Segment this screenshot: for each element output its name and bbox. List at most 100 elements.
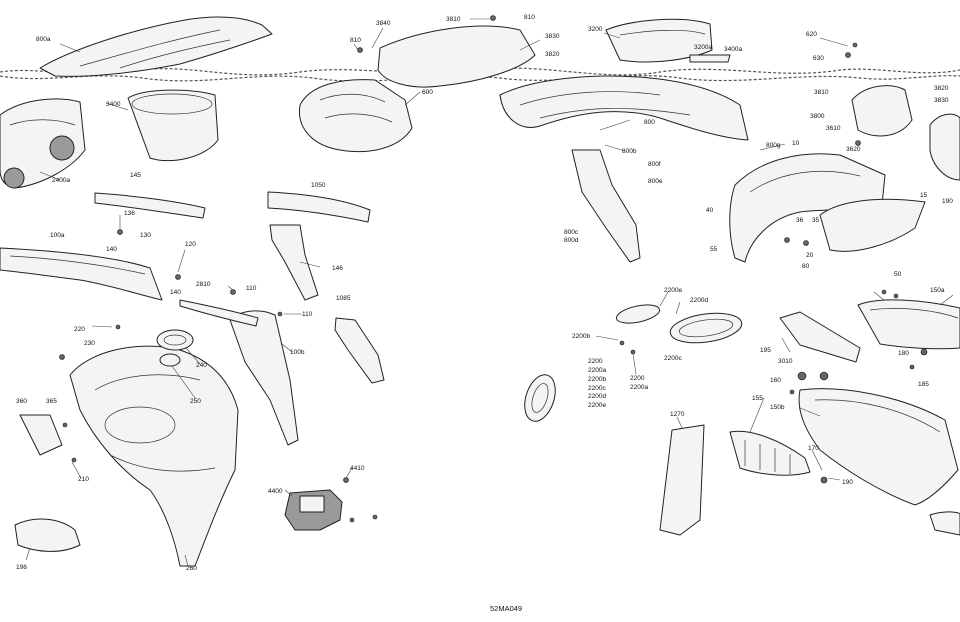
label-3840: 3840 — [376, 20, 391, 27]
label-36: 36 — [796, 217, 804, 224]
label-210: 210 — [78, 476, 89, 483]
label-630: 630 — [813, 55, 824, 62]
label-2200a-list: 2200a — [588, 367, 606, 374]
part-1270-panel — [659, 424, 705, 536]
label-120: 120 — [185, 241, 196, 248]
label-800a: 800a — [36, 36, 51, 43]
callout-labels: 800a 3840 3810 810 810 3830 3200 620 382… — [16, 14, 953, 572]
part-1085-bracket — [334, 317, 385, 384]
part-10-upper-fairing — [729, 153, 926, 263]
label-40: 40 — [706, 207, 714, 214]
label-55: 55 — [710, 246, 718, 253]
label-2200-list: 2200 — [588, 358, 603, 365]
label-3400: 3400 — [106, 101, 121, 108]
part-155-grille — [729, 430, 811, 476]
part-800c-side-trim — [571, 149, 641, 263]
part-250-ring — [159, 353, 181, 367]
part-150a-side-panel — [857, 299, 960, 350]
label-3010: 3010 — [778, 358, 793, 365]
part-240-ring — [156, 329, 194, 351]
part-600-upper-console — [298, 25, 536, 153]
leader-lines — [25, 18, 954, 567]
part-195-trim — [779, 311, 861, 363]
label-155: 155 — [752, 395, 763, 402]
label-810-left: 810 — [350, 37, 361, 44]
label-170: 170 — [808, 445, 819, 452]
label-2200e-list: 2200e — [588, 402, 606, 409]
label-2200b-list: 2200b — [588, 376, 606, 383]
label-10: 10 — [792, 140, 800, 147]
label-365: 365 — [46, 398, 57, 405]
label-130: 130 — [140, 232, 151, 239]
label-360: 360 — [16, 398, 27, 405]
part-150b-side-panel — [798, 388, 959, 506]
part-2200-mirror — [524, 304, 743, 422]
label-3820-top: 3820 — [545, 51, 560, 58]
label-1270: 1270 — [670, 411, 685, 418]
part-100b-side-panel — [179, 299, 299, 446]
label-1085: 1085 — [336, 295, 351, 302]
label-180: 180 — [898, 350, 909, 357]
label-3200a: 3200a — [694, 44, 712, 51]
label-196: 196 — [16, 564, 27, 571]
part-1050-trim-strip — [267, 191, 371, 223]
label-3800: 3800 — [810, 113, 825, 120]
label-190-top: 190 — [942, 198, 953, 205]
label-240: 240 — [196, 362, 207, 369]
label-800c: 800c — [564, 229, 579, 236]
label-4400: 4400 — [268, 488, 283, 495]
part-146-bracket — [269, 224, 319, 301]
label-800f: 800f — [648, 161, 661, 168]
part-190-right-trim — [929, 511, 960, 536]
part-260-seat-base — [69, 345, 239, 567]
label-80: 80 — [802, 263, 810, 270]
label-2200d-top: 2200d — [690, 297, 708, 304]
label-3810-right: 3810 — [814, 89, 829, 96]
label-15: 15 — [920, 192, 928, 199]
label-1050: 1050 — [311, 182, 326, 189]
label-2400a: 2400a — [52, 177, 70, 184]
diagram-break-line-2 — [0, 75, 960, 82]
label-136: 136 — [124, 210, 135, 217]
label-2200-mid: 2200 — [630, 375, 645, 382]
label-3830-top: 3830 — [545, 33, 560, 40]
label-140-mid: 140 — [170, 289, 181, 296]
label-3820-right: 3820 — [934, 85, 949, 92]
label-3200: 3200 — [588, 26, 603, 33]
part-3800-bracket — [851, 85, 960, 181]
label-185: 185 — [918, 381, 929, 388]
part-100a-side-panel — [0, 247, 163, 301]
label-800: 800 — [644, 119, 655, 126]
part-145-trim-strip — [94, 192, 206, 219]
label-600: 600 — [422, 89, 433, 96]
label-100a: 100a — [50, 232, 65, 239]
label-145: 145 — [130, 172, 141, 179]
label-2200d-list: 2200d — [588, 393, 606, 400]
label-3620: 3620 — [846, 146, 861, 153]
label-140-top: 140 — [106, 246, 117, 253]
part-360-bracket — [19, 414, 63, 456]
label-150a: 150a — [930, 287, 945, 294]
label-230: 230 — [84, 340, 95, 347]
label-250: 250 — [190, 398, 201, 405]
part-800a-side-panel — [39, 16, 273, 77]
label-100b: 100b — [290, 349, 305, 356]
label-150b: 150b — [770, 404, 785, 411]
label-3610: 3610 — [826, 125, 841, 132]
label-2200c-top: 2200c — [664, 355, 682, 362]
label-50: 50 — [894, 271, 902, 278]
label-800g: 800g — [766, 142, 781, 149]
part-800-front-panel — [499, 75, 749, 141]
label-2200e-top: 2200e — [664, 287, 682, 294]
label-800b: 800b — [622, 148, 637, 155]
label-220: 220 — [74, 326, 85, 333]
label-2200b-top: 2200b — [572, 333, 590, 340]
label-3810-top: 3810 — [446, 16, 461, 23]
label-195: 195 — [760, 347, 771, 354]
label-620: 620 — [806, 31, 817, 38]
part-2400a-headlight-housing — [0, 98, 86, 189]
part-196-trim — [14, 518, 81, 552]
label-35: 35 — [812, 217, 820, 224]
label-800d: 800d — [564, 237, 579, 244]
